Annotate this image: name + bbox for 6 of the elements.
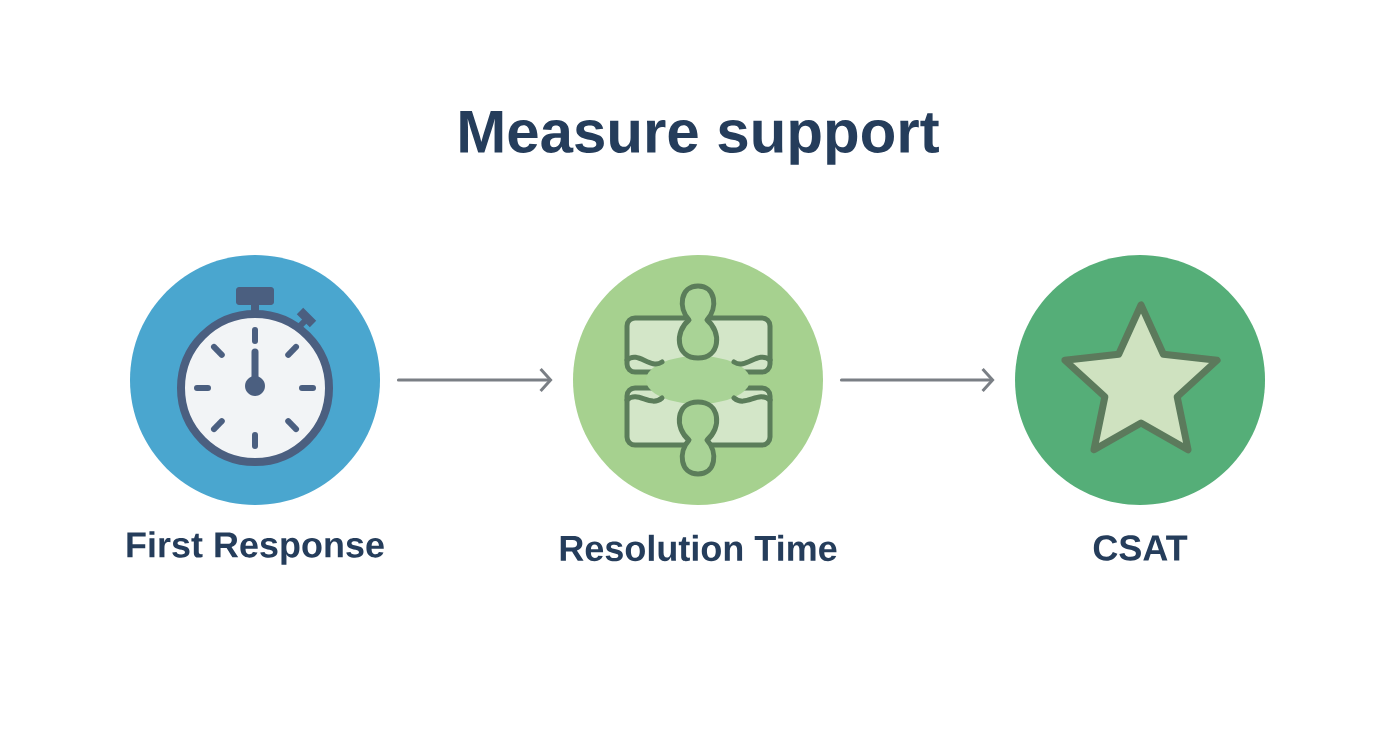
node-label: Resolution Time	[560, 534, 837, 562]
title: Measure support	[460, 111, 939, 165]
arrow	[839, 368, 995, 392]
node-label: CSAT	[1093, 535, 1188, 561]
node-label: First Response	[127, 531, 384, 565]
arrow	[396, 368, 553, 392]
